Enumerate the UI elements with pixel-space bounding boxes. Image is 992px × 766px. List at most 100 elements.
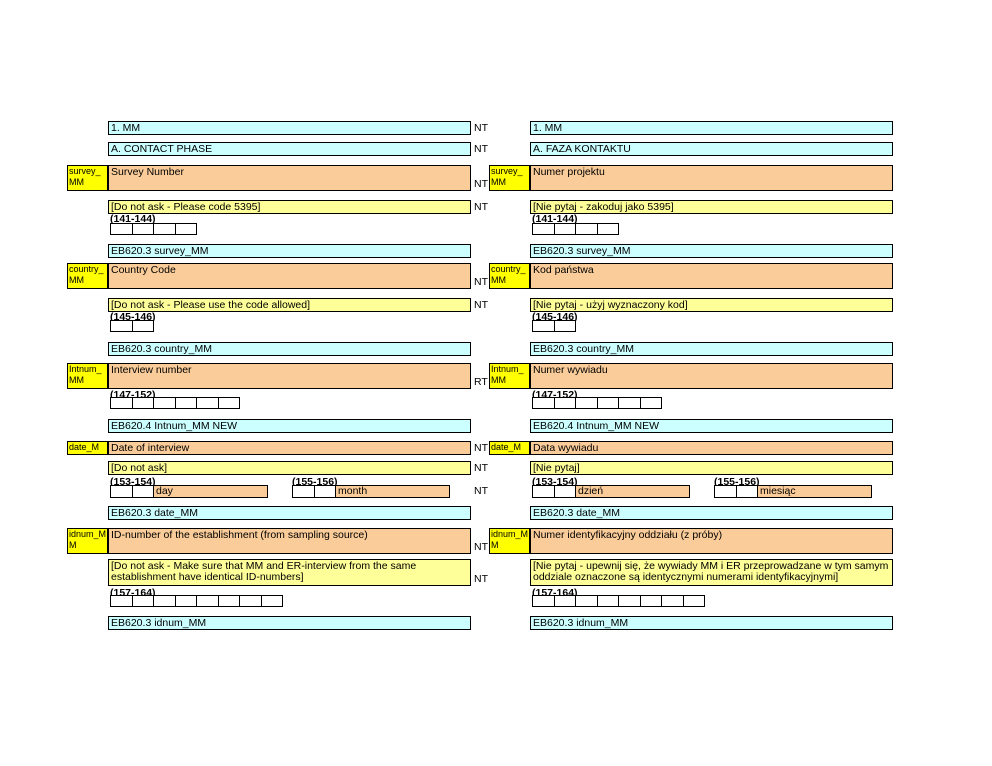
answer-cell[interactable] xyxy=(553,485,576,498)
answer-cell[interactable] xyxy=(553,397,576,409)
variable-label-date: date_MM xyxy=(489,441,530,455)
answer-cell[interactable] xyxy=(532,320,555,332)
column-english: 1. MM NT A. CONTACT PHASE NT survey_MM S… xyxy=(67,121,492,636)
answer-cell[interactable] xyxy=(131,485,154,498)
answer-cell[interactable] xyxy=(532,223,555,235)
answer-cell[interactable] xyxy=(110,320,133,332)
answer-cell[interactable] xyxy=(153,223,176,235)
answer-cell[interactable] xyxy=(596,397,619,409)
question-text-date: Date of interview xyxy=(108,441,471,455)
section-header: A. FAZA KONTAKTU xyxy=(530,142,893,156)
routing-marker: NT xyxy=(474,541,488,553)
variable-footer-country: EB620.3 country_MM xyxy=(108,342,471,356)
answer-cell[interactable] xyxy=(131,223,154,235)
answer-boxes-intnum xyxy=(110,397,240,409)
answer-cell[interactable] xyxy=(596,223,619,235)
question-text-survey: Numer projektu xyxy=(530,165,893,191)
answer-cell[interactable] xyxy=(596,595,619,607)
question-text-survey: Survey Number xyxy=(108,165,471,191)
answer-boxes-day xyxy=(532,485,576,498)
routing-marker: NT xyxy=(474,276,488,288)
answer-cell[interactable] xyxy=(532,595,555,607)
answer-cell[interactable] xyxy=(532,397,555,409)
variable-label-date: date_MM xyxy=(67,441,108,455)
answer-cell[interactable] xyxy=(196,397,219,409)
routing-marker: RT xyxy=(474,376,488,388)
column-polish: 1. MM A. FAZA KONTAKTU survey_MM Numer p… xyxy=(489,121,914,636)
interviewer-instruction-idnum: [Nie pytaj - upewnij się, że wywiady MM … xyxy=(530,559,893,586)
answer-cell[interactable] xyxy=(110,595,133,607)
routing-marker: NT xyxy=(474,122,488,134)
answer-cell[interactable] xyxy=(661,595,684,607)
answer-cell[interactable] xyxy=(110,223,133,235)
month-unit-bar: month xyxy=(335,485,450,498)
answer-cell[interactable] xyxy=(553,320,576,332)
answer-cell[interactable] xyxy=(260,595,283,607)
answer-cell[interactable] xyxy=(553,223,576,235)
answer-cell[interactable] xyxy=(110,397,133,409)
answer-cell[interactable] xyxy=(292,485,315,498)
answer-cell[interactable] xyxy=(110,485,133,498)
answer-cell[interactable] xyxy=(735,485,758,498)
variable-footer-date: EB620.3 date_MM xyxy=(530,506,893,520)
answer-cell[interactable] xyxy=(131,397,154,409)
interviewer-instruction-date: [Do not ask] xyxy=(108,461,471,475)
questionnaire-title: 1. MM xyxy=(108,121,471,135)
answer-boxes-idnum xyxy=(532,595,705,607)
answer-cell[interactable] xyxy=(174,223,197,235)
day-unit-bar: day xyxy=(153,485,268,498)
answer-boxes-survey xyxy=(110,223,197,235)
answer-cell[interactable] xyxy=(532,485,555,498)
routing-marker: NT xyxy=(474,485,488,497)
answer-cell[interactable] xyxy=(131,320,154,332)
variable-label-survey: survey_MM xyxy=(489,165,530,191)
variable-footer-intnum: EB620.4 Intnum_MM NEW xyxy=(530,419,893,433)
answer-boxes-month xyxy=(292,485,336,498)
answer-cell[interactable] xyxy=(217,397,240,409)
routing-marker: NT xyxy=(474,178,488,190)
answer-cell[interactable] xyxy=(196,595,219,607)
answer-boxes-intnum xyxy=(532,397,662,409)
answer-cell[interactable] xyxy=(639,397,662,409)
answer-cell[interactable] xyxy=(618,397,641,409)
question-text-intnum: Numer wywiadu xyxy=(530,363,893,389)
interviewer-instruction-country: [Do not ask - Please use the code allowe… xyxy=(108,298,471,312)
answer-cell[interactable] xyxy=(313,485,336,498)
interviewer-instruction-idnum: [Do not ask - Make sure that MM and ER-i… xyxy=(108,559,471,586)
variable-label-idnum: idnum_MM xyxy=(67,528,108,554)
variable-label-intnum: Intnum_MM xyxy=(489,363,530,389)
variable-label-country: country_MM xyxy=(489,263,530,289)
interviewer-instruction-survey: [Nie pytaj - zakoduj jako 5395] xyxy=(530,200,893,214)
answer-boxes-country xyxy=(532,320,576,332)
variable-footer-intnum: EB620.4 Intnum_MM NEW xyxy=(108,419,471,433)
answer-cell[interactable] xyxy=(682,595,705,607)
question-text-idnum: ID-number of the establishment (from sam… xyxy=(108,528,471,554)
variable-label-idnum: idnum_MM xyxy=(489,528,530,554)
answer-cell[interactable] xyxy=(174,595,197,607)
answer-cell[interactable] xyxy=(575,223,598,235)
variable-label-intnum: Intnum_MM xyxy=(67,363,108,389)
answer-cell[interactable] xyxy=(618,595,641,607)
variable-label-country: country_MM xyxy=(67,263,108,289)
answer-cell[interactable] xyxy=(553,595,576,607)
question-text-country: Kod państwa xyxy=(530,263,893,289)
answer-cell[interactable] xyxy=(153,397,176,409)
answer-cell[interactable] xyxy=(153,595,176,607)
answer-boxes-idnum xyxy=(110,595,283,607)
answer-cell[interactable] xyxy=(131,595,154,607)
variable-footer-survey: EB620.3 survey_MM xyxy=(530,244,893,258)
answer-cell[interactable] xyxy=(714,485,737,498)
variable-footer-survey: EB620.3 survey_MM xyxy=(108,244,471,258)
answer-cell[interactable] xyxy=(575,397,598,409)
routing-marker: NT xyxy=(474,573,488,585)
answer-cell[interactable] xyxy=(575,595,598,607)
answer-boxes-survey xyxy=(532,223,619,235)
column-code-survey: (141-144) xyxy=(110,213,156,225)
answer-cell[interactable] xyxy=(174,397,197,409)
answer-cell[interactable] xyxy=(217,595,240,607)
questionnaire-title: 1. MM xyxy=(530,121,893,135)
answer-cell[interactable] xyxy=(239,595,262,607)
answer-cell[interactable] xyxy=(639,595,662,607)
routing-marker: NT xyxy=(474,299,488,311)
